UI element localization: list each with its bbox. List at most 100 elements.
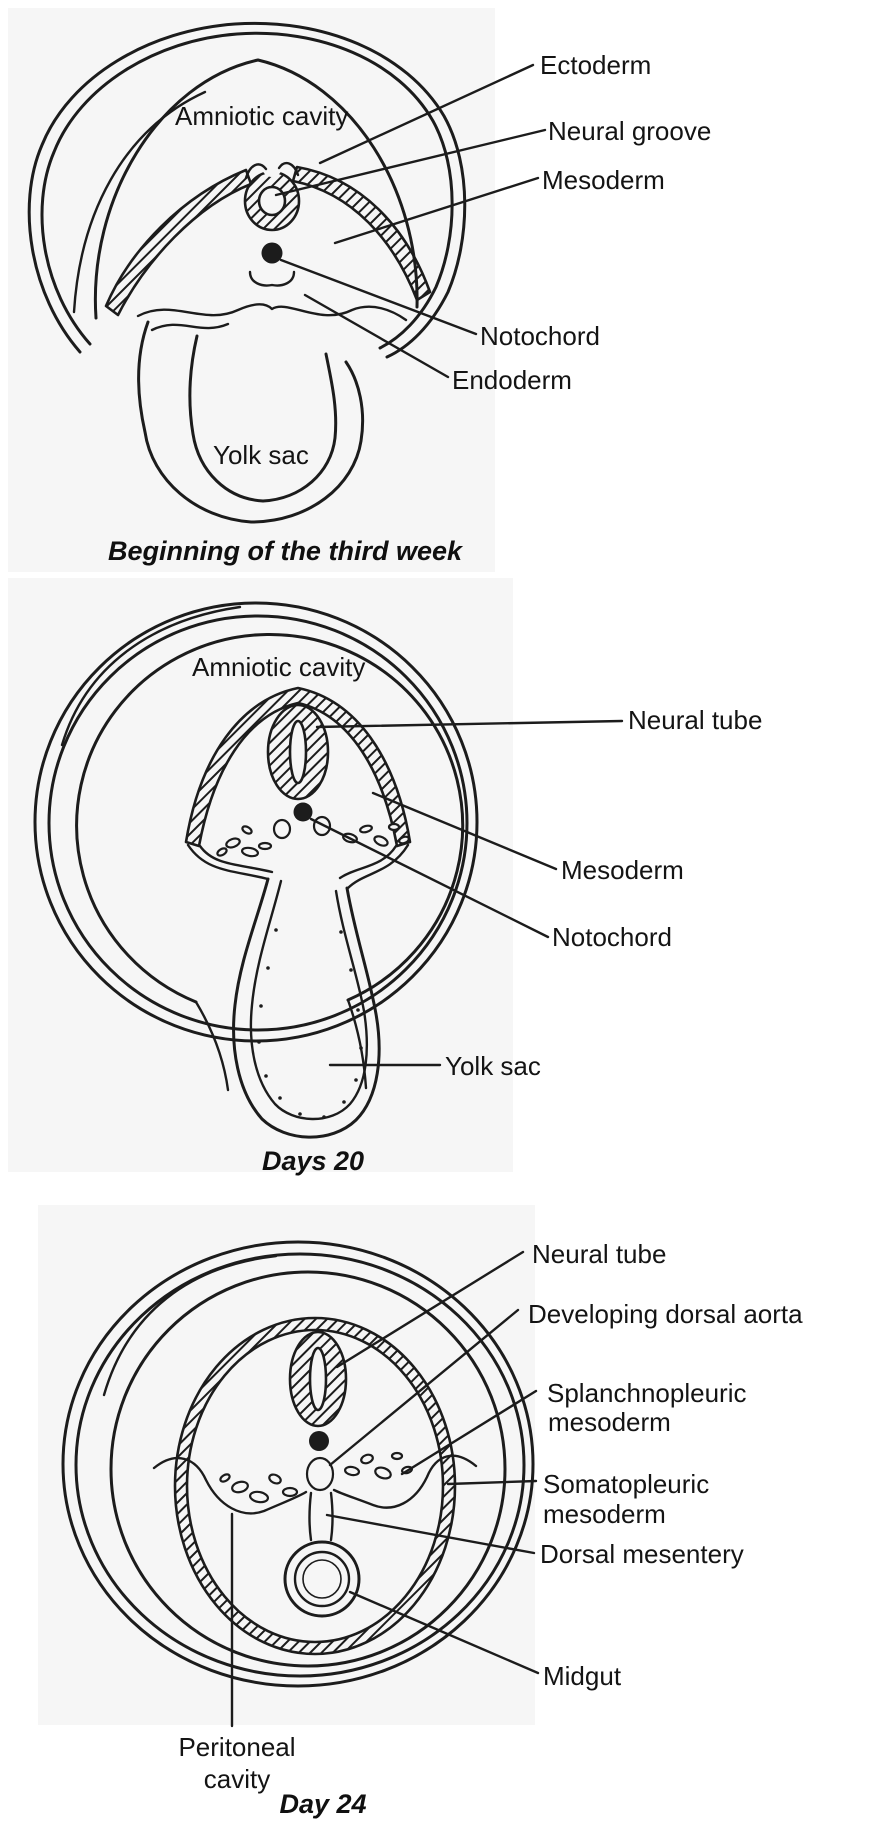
coelom-wave-left-2 — [186, 843, 270, 881]
somite-blob — [248, 1490, 270, 1504]
leader-ectoderm — [318, 63, 535, 165]
dorsal-mesentery-right-wall — [329, 1491, 334, 1542]
coelom-wave-right-2 — [346, 843, 410, 890]
somite-blob — [241, 825, 253, 835]
label-peritoneal-line2: cavity — [204, 1764, 270, 1794]
ectoderm-band-right — [291, 165, 432, 302]
leader-somatopleuric — [446, 1479, 538, 1486]
somite-blob — [268, 1473, 282, 1485]
groove-lip-right — [277, 161, 300, 177]
coelom-wing-right — [332, 1454, 478, 1509]
label-peritoneal-line1: Peritoneal — [178, 1732, 295, 1762]
diagram-day-24: Neural tube Developing dorsal aorta Spla… — [38, 1205, 803, 1819]
chorion-outer-circle-3 — [61, 1240, 535, 1688]
label-notochord-1: Notochord — [480, 321, 600, 351]
diagram-third-week: Amniotic cavity Ectoderm Neural groove M… — [8, 8, 711, 572]
caption-third-week: Beginning of the third week — [108, 536, 464, 566]
endoderm-layer-line-2 — [150, 322, 230, 332]
somite-blob — [216, 847, 228, 857]
chorion-inner-circle-2 — [47, 614, 469, 1032]
endoderm-layer-line — [136, 303, 408, 322]
label-amniotic-cavity-2: Amniotic cavity — [192, 652, 365, 682]
leader-mesoderm-2 — [371, 791, 558, 871]
chorion-inner-line — [40, 31, 454, 350]
somite-blob — [359, 824, 373, 834]
label-neural-tube-3: Neural tube — [532, 1239, 666, 1269]
somite-blob — [387, 822, 401, 832]
label-neural-groove: Neural groove — [548, 116, 711, 146]
notochord-dot-1 — [261, 242, 283, 264]
somite-blob — [374, 1466, 392, 1480]
midgut-outer-wall — [283, 1540, 361, 1618]
yolk-sac-inner-wall-1 — [188, 334, 338, 503]
amnion-circle-3 — [109, 1270, 507, 1668]
notochord-dot-2 — [293, 802, 313, 822]
somite-blob — [343, 1465, 361, 1477]
somite-blob — [219, 1473, 231, 1483]
amnion-fold-line — [72, 90, 207, 314]
leader-dorsal-aorta — [328, 1308, 520, 1467]
label-endoderm: Endoderm — [452, 365, 572, 395]
somite-blob — [257, 841, 273, 851]
leader-dorsal-mesentery — [325, 1513, 536, 1555]
label-mesoderm-2: Mesoderm — [561, 855, 684, 885]
yolk-sac-outer-wall-1 — [137, 320, 365, 524]
label-splanchnopleuric-line2: mesoderm — [548, 1407, 671, 1437]
label-splanchnopleuric-line1: Splanchnopleuric — [547, 1378, 746, 1408]
dorsal-aorta-vessel — [305, 1456, 335, 1492]
somatic-ectoderm-ring — [173, 1316, 457, 1656]
neural-groove-cup — [243, 170, 301, 232]
coelom-wave-right-2b — [338, 844, 398, 880]
label-somatopleuric-line2: mesoderm — [543, 1499, 666, 1529]
leader-splanchnopleuric — [400, 1389, 538, 1476]
label-midgut: Midgut — [543, 1661, 622, 1691]
label-developing-dorsal-aorta: Developing dorsal aorta — [528, 1299, 803, 1329]
midgut-lumen — [302, 1559, 342, 1599]
leader-neural-tube-2 — [315, 719, 624, 729]
leader-endoderm — [303, 293, 450, 379]
groove-opening — [262, 157, 282, 177]
somite-blob — [231, 1480, 249, 1494]
somite-blob — [225, 837, 241, 849]
leader-neural-groove — [274, 128, 547, 197]
amnion-fold-line-2 — [60, 605, 242, 747]
label-ectoderm: Ectoderm — [540, 50, 651, 80]
chorion-inner-circle-3 — [74, 1252, 526, 1678]
neural-tube-ring-2 — [266, 703, 330, 801]
leader-midgut — [348, 1590, 540, 1675]
yolk-stalk-sheath-left — [194, 1000, 230, 1092]
label-yolk-sac-1: Yolk sac — [213, 440, 309, 470]
chorion-outer-line — [27, 21, 467, 359]
caption-day-24: Day 24 — [279, 1789, 366, 1819]
coelom-wing-left — [152, 1457, 308, 1515]
diagram-days-20: Amniotic cavity Neural tube Mesoderm Not… — [8, 578, 762, 1176]
label-yolk-sac-2: Yolk sac — [445, 1051, 541, 1081]
endoderm-curl — [248, 270, 296, 287]
amnion-fold-line-3 — [102, 1254, 278, 1397]
leader-mesoderm-1 — [333, 176, 540, 245]
label-notochord-2: Notochord — [552, 922, 672, 952]
leader-neural-tube-3 — [335, 1250, 525, 1369]
yolk-sac-outer-wall-2 — [232, 877, 381, 1139]
label-somatopleuric-line1: Somatopleuric — [543, 1469, 709, 1499]
chorion-outer-circle-2 — [33, 601, 479, 1043]
ectoderm-band-left — [104, 168, 253, 317]
yolk-sac-inner-wall-2 — [249, 879, 369, 1121]
yolk-sac-stipple-dots — [257, 928, 363, 1119]
somite-blob — [373, 835, 389, 847]
label-dorsal-mesentery: Dorsal mesentery — [540, 1539, 744, 1569]
somite-blobs-3 — [219, 1451, 413, 1504]
midgut-inner-wall — [293, 1550, 351, 1608]
leader-notochord-1 — [279, 258, 478, 336]
somite-blob — [240, 846, 260, 858]
caption-days-20: Days 20 — [262, 1146, 364, 1176]
label-mesoderm-1: Mesoderm — [542, 165, 665, 195]
dorsal-mesentery-left-wall — [308, 1491, 313, 1542]
label-neural-tube-2: Neural tube — [628, 705, 762, 735]
somite-blob — [281, 1486, 299, 1498]
leader-notochord-2 — [309, 817, 550, 939]
paraxial-vesicle-left — [272, 818, 292, 840]
groove-lip-left — [244, 163, 268, 180]
